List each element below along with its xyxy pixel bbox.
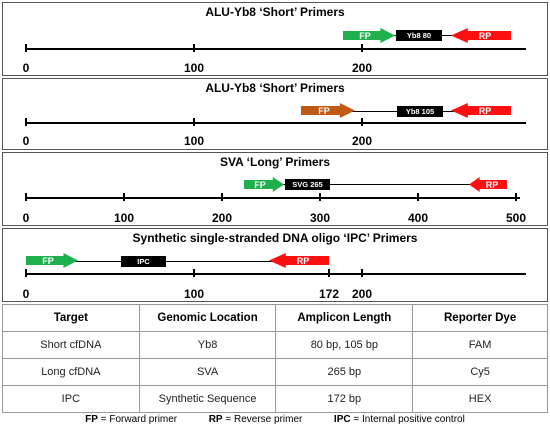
header-amplicon-length: Amplicon Length (275, 304, 414, 332)
axis-tick (123, 193, 125, 201)
position-axis (26, 197, 520, 199)
amplicon-connector (283, 184, 473, 185)
panel-title: Synthetic single-stranded DNA oligo ‘IPC… (132, 231, 418, 245)
table-cell: 80 bp, 105 bp (275, 331, 414, 359)
axis-tick (361, 44, 363, 52)
axis-tick (417, 193, 419, 201)
reverse-primer-arrow: RP (269, 253, 329, 268)
panel-title: ALU-Yb8 ‘Short’ Primers (205, 5, 345, 19)
axis-tick-label: 400 (407, 211, 429, 225)
table-cell: Synthetic Sequence (138, 385, 277, 413)
amplicon-box: Yb8 105 (397, 106, 443, 117)
axis-tick-label: 0 (22, 211, 30, 225)
primer-info-table: Target Genomic Location Amplicon Length … (2, 304, 548, 413)
legend-rp-text: = Reverse primer (222, 414, 303, 425)
legend-ipc-abbr: IPC (333, 414, 351, 425)
primer-panel-ipc-172: Synthetic single-stranded DNA oligo ‘IPC… (2, 228, 548, 302)
table-header-row: Target Genomic Location Amplicon Length … (2, 304, 548, 332)
axis-tick (328, 269, 330, 277)
forward-primer-arrow: FP (343, 28, 395, 43)
axis-tick-label: 100 (183, 134, 205, 148)
table-cell: FAM (412, 331, 548, 359)
table-cell: 265 bp (275, 358, 414, 386)
axis-tick-label: 100 (183, 287, 205, 301)
axis-tick (25, 269, 27, 277)
axis-tick-label: 100 (113, 211, 135, 225)
axis-tick (193, 118, 195, 126)
axis-tick (361, 269, 363, 277)
table-cell: IPC (2, 385, 140, 413)
header-reporter-dye: Reporter Dye (412, 304, 548, 332)
axis-tick (193, 44, 195, 52)
table-cell: Yb8 (138, 331, 277, 359)
axis-tick-label: 0 (22, 61, 30, 75)
table-row: Long cfDNA SVA 265 bp Cy5 (2, 358, 548, 386)
amplicon-box: SVG 265 (285, 179, 330, 190)
position-axis (26, 48, 526, 50)
forward-primer-arrow: FP (26, 253, 78, 268)
panel-title: ALU-Yb8 ‘Short’ Primers (205, 81, 345, 95)
position-axis (26, 273, 526, 275)
axis-tick-label: 172 (318, 287, 340, 301)
amplicon-box: IPC (121, 256, 166, 267)
axis-tick-label: 200 (351, 134, 373, 148)
legend-rp-abbr: RP (208, 414, 223, 425)
amplicon-connector (333, 111, 458, 112)
reverse-primer-arrow: RP (469, 177, 507, 192)
table-cell: Short cfDNA (2, 331, 140, 359)
amplicon-connector (73, 261, 288, 262)
axis-tick (319, 193, 321, 201)
axis-tick (25, 118, 27, 126)
header-genomic-location: Genomic Location (138, 304, 277, 332)
primer-panel-alu-yb8-80: ALU-Yb8 ‘Short’ Primers FP Yb8 80 RP 0 1… (2, 2, 548, 76)
primer-panel-alu-yb8-105: ALU-Yb8 ‘Short’ Primers FP Yb8 105 RP 0 … (2, 78, 548, 150)
axis-tick-label: 500 (505, 211, 527, 225)
axis-tick-label: 200 (211, 211, 233, 225)
primer-panel-sva-265: SVA ‘Long’ Primers FP SVG 265 RP 0 100 2… (2, 152, 548, 226)
axis-tick-label: 300 (309, 211, 331, 225)
table-cell: HEX (412, 385, 548, 413)
axis-tick (193, 269, 195, 277)
reverse-primer-arrow: RP (451, 28, 511, 43)
axis-tick (25, 44, 27, 52)
position-axis (26, 122, 526, 124)
amplicon-box: Yb8 80 (396, 30, 442, 41)
reverse-primer-arrow: RP (451, 103, 511, 118)
header-target: Target (2, 304, 140, 332)
table-row: Short cfDNA Yb8 80 bp, 105 bp FAM (2, 331, 548, 359)
axis-tick-label: 200 (351, 61, 373, 75)
legend-fp-abbr: FP (85, 414, 98, 425)
panel-title: SVA ‘Long’ Primers (219, 155, 331, 169)
legend-ipc-text: = Internal positive control (350, 414, 465, 425)
axis-tick-label: 200 (351, 287, 373, 301)
axis-tick (515, 193, 517, 201)
axis-tick-label: 0 (22, 287, 30, 301)
table-cell: Cy5 (412, 358, 548, 386)
axis-tick (221, 193, 223, 201)
legend-fp-text: = Forward primer (97, 414, 178, 425)
abbreviation-legend: FP = Forward primer RP = Reverse primer … (0, 414, 550, 425)
table-row: IPC Synthetic Sequence 172 bp HEX (2, 385, 548, 413)
axis-tick-label: 0 (22, 134, 30, 148)
table-cell: SVA (138, 358, 277, 386)
axis-tick (361, 118, 363, 126)
axis-tick-label: 100 (183, 61, 205, 75)
forward-primer-arrow: FP (301, 103, 355, 118)
axis-tick (25, 193, 27, 201)
forward-primer-arrow: FP (244, 177, 284, 192)
table-cell: 172 bp (275, 385, 414, 413)
table-cell: Long cfDNA (2, 358, 140, 386)
